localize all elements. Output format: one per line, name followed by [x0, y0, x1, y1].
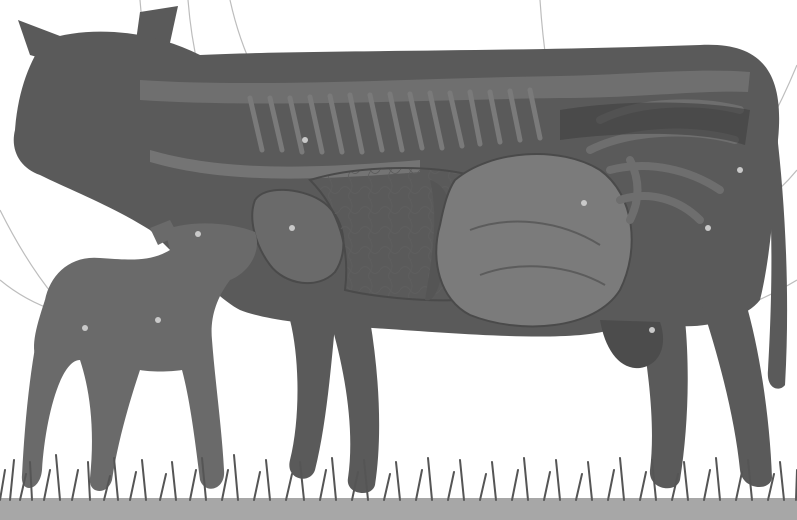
leader-dot: [705, 225, 711, 231]
leader-dot: [155, 317, 161, 323]
leader-dot: [82, 325, 88, 331]
rumen: [436, 154, 631, 326]
leader-dot: [737, 167, 743, 173]
leader-dot: [195, 231, 201, 237]
leader-dot: [649, 327, 655, 333]
leader-dot: [289, 225, 295, 231]
calf-silhouette: [22, 220, 257, 491]
leader-dot: [302, 137, 308, 143]
leader-dot: [581, 200, 587, 206]
ground: [0, 498, 797, 520]
